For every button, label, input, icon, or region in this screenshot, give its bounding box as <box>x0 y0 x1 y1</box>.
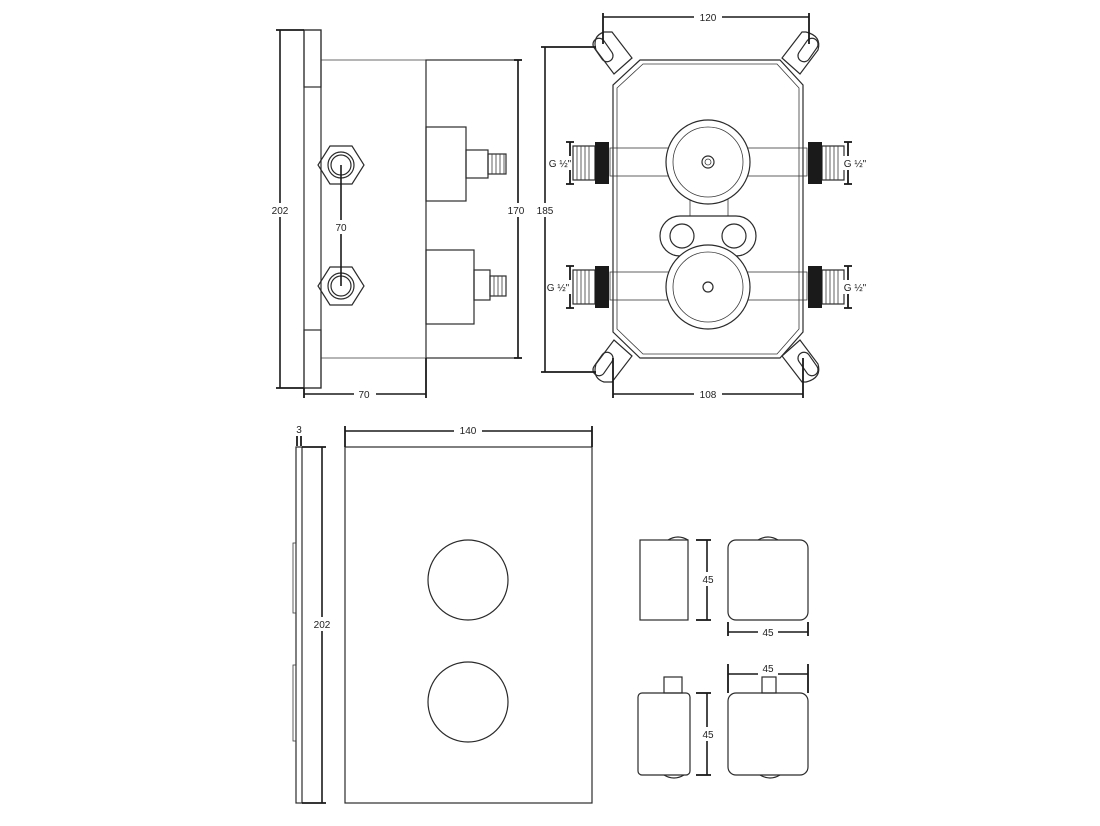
dim-plate-width: 140 <box>460 426 477 437</box>
dim-plate-height: 202 <box>314 620 331 631</box>
side-cartridge-top <box>425 126 467 202</box>
knob2-side <box>637 692 691 776</box>
knob-circle-bottom <box>427 661 509 743</box>
front-view: G ½" G ½" G ½" G ½" 120 185 108 <box>534 11 868 401</box>
inlet-hex-bottom <box>317 266 365 306</box>
connector-left-top <box>572 145 596 181</box>
cartridge-bottom-circle <box>665 244 751 330</box>
dim-bracket-width: 120 <box>700 13 717 24</box>
mounting-ear-bl <box>592 339 633 383</box>
cartridge-top-circle <box>665 119 751 205</box>
thread-label-right-bottom: G ½" <box>844 283 867 294</box>
thread-label-right-top: G ½" <box>844 159 867 170</box>
dim-body-height: 170 <box>508 206 525 217</box>
mounting-ear-tl <box>592 31 633 75</box>
knob-circle-top <box>427 539 509 621</box>
dim-knob2-height: 45 <box>702 730 714 741</box>
dim-inlet-spacing: 70 <box>335 223 347 234</box>
side-bracket-top <box>303 29 322 88</box>
dim-body-width: 108 <box>700 390 717 401</box>
dim-side-depth: 70 <box>358 390 370 401</box>
side-bracket-bottom <box>303 329 322 389</box>
thread-label-left-top: G ½" <box>549 159 572 170</box>
front-body-outline <box>612 59 804 359</box>
connector-left-bottom <box>572 269 596 305</box>
dim-side-height: 202 <box>272 206 289 217</box>
dim-knob2-width: 45 <box>762 664 774 675</box>
mounting-ear-tr <box>781 31 820 75</box>
side-cartridge-bottom <box>425 249 475 325</box>
connector-right-top <box>821 145 845 181</box>
knob1-front <box>727 539 809 621</box>
side-view: 70 202 170 70 <box>270 29 530 401</box>
side-body <box>425 59 519 359</box>
mounting-ear-br <box>781 339 820 383</box>
thread-label-left-bottom: G ½" <box>547 283 570 294</box>
plate-view: 3 202 140 <box>292 424 593 804</box>
side-plate <box>303 29 322 389</box>
plate-front <box>344 446 593 804</box>
dim-knob1-height: 45 <box>702 575 714 586</box>
dim-plate-thickness: 3 <box>296 425 302 436</box>
connector-right-bottom <box>821 269 845 305</box>
dim-bracket-height: 185 <box>537 206 554 217</box>
knob1-side <box>639 539 689 621</box>
knob-views: 45 45 45 45 <box>637 536 809 779</box>
inlet-hex-top <box>317 145 365 185</box>
plate-side-profile <box>295 446 303 804</box>
dim-knob1-width: 45 <box>762 628 774 639</box>
knob2-front <box>727 692 809 776</box>
